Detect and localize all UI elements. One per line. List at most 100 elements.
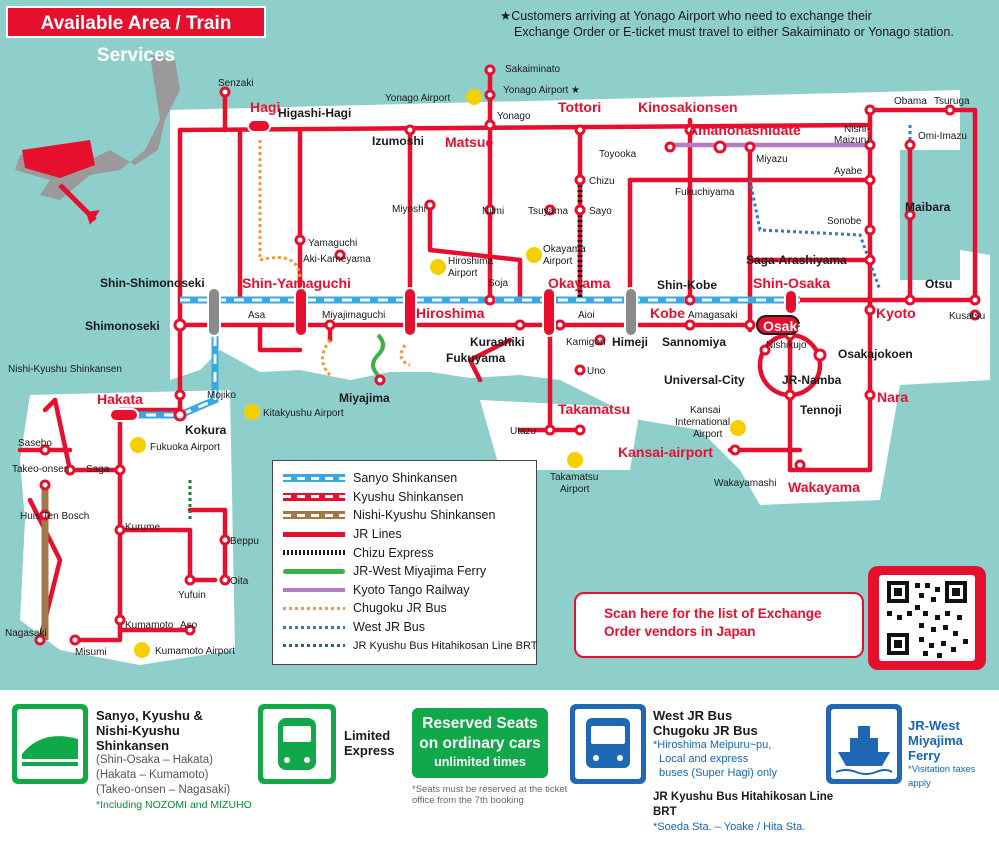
svg-text:Kamigori: Kamigori bbox=[566, 337, 605, 348]
svg-text:Wakayama: Wakayama bbox=[788, 479, 860, 495]
qr-callout: Scan here for the list of Exchange Order… bbox=[574, 592, 864, 658]
svg-text:Yonago Airport ★: Yonago Airport ★ bbox=[503, 85, 580, 96]
svg-text:Takamatsu: Takamatsu bbox=[550, 472, 598, 483]
svg-text:Fukuyama: Fukuyama bbox=[446, 351, 506, 365]
legend-item-chugoku-jr-bus: Chugoku JR Bus bbox=[283, 599, 526, 618]
svg-text:Uno: Uno bbox=[587, 366, 606, 377]
airport-notice-line-2: Exchange Order or E-ticket must travel t… bbox=[514, 25, 954, 39]
qr-callout-line-2: Order vendors in Japan bbox=[604, 624, 756, 639]
svg-text:Yamaguchi: Yamaguchi bbox=[308, 238, 357, 249]
brt-text: JR Kyushu Bus Hitahikosan Line BRT *Soed… bbox=[653, 791, 834, 833]
svg-text:Airport: Airport bbox=[693, 429, 723, 440]
svg-text:Sonobe: Sonobe bbox=[827, 216, 862, 227]
svg-text:Aioi: Aioi bbox=[578, 310, 595, 321]
svg-text:Chizu: Chizu bbox=[589, 176, 615, 187]
svg-text:Nishikujo: Nishikujo bbox=[766, 340, 807, 351]
legend-item-brt: JR Kyushu Bus Hitahikosan Line BRT bbox=[283, 636, 537, 655]
legend-item-sanyo-shinkansen: Sanyo Shinkansen bbox=[283, 469, 526, 488]
svg-text:Takamatsu: Takamatsu bbox=[558, 401, 630, 417]
svg-text:Miyajimaguchi: Miyajimaguchi bbox=[322, 310, 385, 321]
chugoku-jr-bus bbox=[258, 140, 411, 377]
svg-text:Hiroshima: Hiroshima bbox=[448, 256, 493, 267]
legend-item-nishi-kyushu-shinkansen: Nishi-Kyushu Shinkansen bbox=[283, 506, 526, 525]
limited-express-text: Limited Express bbox=[344, 728, 395, 758]
ferry-icon-box bbox=[826, 704, 902, 784]
svg-text:Yufuin: Yufuin bbox=[178, 590, 206, 601]
route-map: Sakaiminato Yonago Airport ★ Yonago Airp… bbox=[0, 0, 999, 690]
svg-text:International: International bbox=[675, 417, 730, 428]
svg-text:Beppu: Beppu bbox=[230, 536, 259, 547]
svg-text:Shin-Kobe: Shin-Kobe bbox=[657, 278, 717, 292]
svg-text:Hiroshima: Hiroshima bbox=[416, 305, 485, 321]
svg-text:Miyajima: Miyajima bbox=[339, 391, 390, 405]
svg-text:Osakajokoen: Osakajokoen bbox=[838, 347, 913, 361]
limited-express-icon-box bbox=[258, 704, 336, 784]
station-labels: Sakaiminato Yonago Airport ★ Yonago Airp… bbox=[5, 64, 985, 658]
airplane-icon bbox=[526, 247, 542, 263]
bus-icon-box bbox=[570, 704, 646, 784]
svg-text:Sakaiminato: Sakaiminato bbox=[505, 64, 560, 75]
miyajima-ferry bbox=[371, 333, 385, 377]
legend-item-west-jr-bus: West JR Bus bbox=[283, 618, 526, 637]
svg-text:Tennoji: Tennoji bbox=[800, 403, 842, 417]
shinkansen-icon-box bbox=[12, 704, 88, 784]
interchange-markers bbox=[207, 287, 638, 337]
svg-text:Maizuru: Maizuru bbox=[834, 135, 870, 146]
legend-item-jr-lines: JR Lines bbox=[283, 525, 526, 544]
reserved-seats-note: *Seats must be reserved at the ticket of… bbox=[412, 784, 568, 806]
svg-text:Utazu: Utazu bbox=[510, 426, 536, 437]
airplane-icon bbox=[244, 404, 260, 420]
svg-text:Himeji: Himeji bbox=[612, 335, 648, 349]
train-icon bbox=[263, 709, 331, 779]
svg-text:Shimonoseki: Shimonoseki bbox=[85, 319, 160, 333]
svg-text:Nagasaki: Nagasaki bbox=[5, 628, 47, 639]
svg-text:Huis Ten Bosch: Huis Ten Bosch bbox=[20, 511, 89, 522]
airplane-icon bbox=[130, 437, 146, 453]
svg-text:Miyazu: Miyazu bbox=[756, 154, 788, 165]
map-legend: Sanyo Shinkansen Kyushu Shinkansen Nishi… bbox=[272, 460, 537, 665]
svg-text:Airport: Airport bbox=[543, 256, 573, 267]
airplane-icon bbox=[730, 420, 746, 436]
qr-code[interactable] bbox=[868, 566, 986, 670]
major-station-labels: Hagi Matsue Tottori Kinosakionsen Amanoh… bbox=[97, 99, 916, 495]
legend-item-chizu-express: Chizu Express bbox=[283, 543, 526, 562]
svg-text:Kobe: Kobe bbox=[650, 305, 685, 321]
svg-text:Fukuchiyama: Fukuchiyama bbox=[675, 187, 735, 198]
qr-code-pattern bbox=[879, 575, 975, 661]
osaka-label: Osaka bbox=[763, 318, 805, 334]
svg-text:Higashi-Hagi: Higashi-Hagi bbox=[278, 106, 351, 120]
airport-notice: ★Customers arriving at Yonago Airport wh… bbox=[500, 8, 995, 40]
major-station-bars bbox=[109, 119, 798, 422]
reserved-seats-box: Reserved Seats on ordinary cars unlimite… bbox=[412, 708, 548, 778]
shinkansen-icon bbox=[17, 709, 83, 779]
svg-text:Nara: Nara bbox=[877, 389, 908, 405]
svg-text:Izumoshi: Izumoshi bbox=[372, 134, 424, 148]
svg-text:Tottori: Tottori bbox=[558, 99, 601, 115]
airplane-icon bbox=[134, 642, 150, 658]
svg-text:Misumi: Misumi bbox=[75, 647, 107, 658]
svg-text:Hagi: Hagi bbox=[250, 99, 280, 115]
svg-text:Kinosakionsen: Kinosakionsen bbox=[638, 99, 738, 115]
svg-text:Nishi-Kyushu Shinkansen: Nishi-Kyushu Shinkansen bbox=[8, 364, 122, 375]
svg-text:Toyooka: Toyooka bbox=[599, 149, 637, 160]
svg-text:Kurume: Kurume bbox=[125, 522, 160, 533]
svg-text:JR-Namba: JR-Namba bbox=[782, 373, 842, 387]
airport-notice-line-1: ★Customers arriving at Yonago Airport wh… bbox=[500, 9, 872, 23]
svg-text:Kansai: Kansai bbox=[690, 405, 721, 416]
svg-text:Tsuruga: Tsuruga bbox=[934, 96, 970, 107]
svg-text:Obama: Obama bbox=[894, 96, 927, 107]
svg-text:Kurashiki: Kurashiki bbox=[470, 335, 525, 349]
svg-text:Yonago Airport: Yonago Airport bbox=[385, 93, 450, 104]
airplane-icon bbox=[466, 89, 482, 105]
svg-text:Omi-Imazu: Omi-Imazu bbox=[918, 131, 967, 142]
svg-text:Airport: Airport bbox=[560, 484, 590, 495]
qr-icon bbox=[887, 581, 968, 658]
svg-text:Kansai-airport: Kansai-airport bbox=[618, 444, 713, 460]
legend-item-kyushu-shinkansen: Kyushu Shinkansen bbox=[283, 488, 526, 507]
svg-text:Sannomiya: Sannomiya bbox=[662, 335, 726, 349]
svg-text:Matsue: Matsue bbox=[445, 134, 493, 150]
svg-text:Okayama: Okayama bbox=[548, 275, 610, 291]
svg-text:Mojiko: Mojiko bbox=[207, 390, 236, 401]
airplane-icon bbox=[567, 452, 583, 468]
